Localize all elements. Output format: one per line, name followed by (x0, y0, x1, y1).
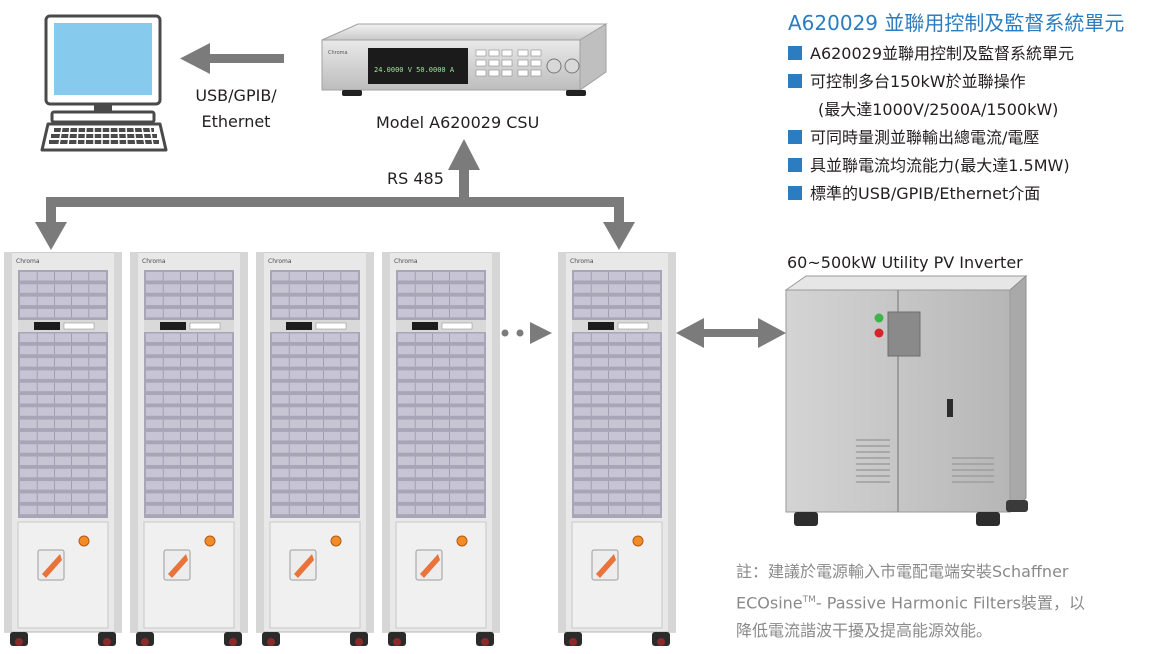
bullet-square-icon (788, 74, 802, 88)
bullet-square-icon (788, 130, 802, 144)
power-rack: Chroma (4, 252, 122, 646)
bullet-square-icon (788, 186, 802, 200)
emergency-stop-icon (330, 535, 342, 547)
rack-brand-label: Chroma (16, 258, 40, 265)
rack-brand-label: Chroma (394, 258, 418, 265)
emergency-stop-icon (204, 535, 216, 547)
feature-list: A620029並聯用控制及監督系統單元 可控制多台150kW於並聯操作 (最大達… (788, 40, 1158, 208)
status-led-green (874, 313, 884, 323)
feature-item-continuation: (最大達1000V/2500A/1500kW) (818, 100, 1059, 119)
emergency-stop-icon (632, 535, 644, 547)
interface-label-line2: Ethernet (201, 112, 271, 131)
footnote-line1: 註：建議於電源輸入市電配電端安裝Schaffner (736, 562, 1069, 581)
usb-arrow-left (180, 43, 284, 74)
computer-icon (40, 14, 168, 152)
csu-model-label: Model A620029 CSU (376, 113, 540, 132)
bullet-square-icon (788, 46, 802, 60)
csu-device: Chroma 24.0000 V 50.0000 A (321, 23, 608, 96)
emergency-stop-icon (78, 535, 90, 547)
rs485-bus (35, 139, 635, 250)
rack-brand-label: Chroma (570, 258, 594, 265)
emergency-stop-icon (456, 535, 468, 547)
feature-item: 可同時量測並聯輸出總電流/電壓 (788, 124, 1158, 152)
feature-item: 標準的USB/GPIB/Ethernet介面 (788, 180, 1158, 208)
rack-brand-label: Chroma (268, 258, 292, 265)
bullet-square-icon (788, 158, 802, 172)
feature-item: 具並聯電流均流能力(最大達1.5MW) (788, 152, 1158, 180)
pv-inverter-cabinet (784, 274, 1028, 526)
power-rack: Chroma (382, 252, 500, 646)
footnote: 註：建議於電源輸入市電配電端安裝Schaffner ECOsineTM- Pas… (736, 558, 1085, 645)
rs485-label: RS 485 (387, 169, 444, 188)
feature-item: 可控制多台150kW於並聯操作 (788, 68, 1158, 96)
power-rack: Chroma (558, 252, 676, 646)
inverter-window (887, 311, 921, 357)
rack-inverter-arrow (676, 318, 786, 348)
status-led-red (874, 328, 884, 338)
interface-label: USB/GPIB/ Ethernet (190, 83, 282, 135)
footnote-line3: 降低電流諧波干擾及提高能源效能。 (736, 621, 993, 641)
footnote-line2: ECOsineTM- Passive Harmonic Filters裝置，以 (736, 593, 1085, 613)
csu-display: 24.0000 V 50.0000 A (374, 66, 455, 74)
door-handle (947, 399, 953, 417)
rack-brand-label: Chroma (142, 258, 166, 265)
continuation-arrow (501, 322, 552, 344)
power-rack: Chroma (130, 252, 248, 646)
inverter-label: 60~500kW Utility PV Inverter (787, 253, 1023, 272)
feature-item: A620029並聯用控制及監督系統單元 (788, 40, 1158, 68)
page-title: A620029 並聯用控制及監督系統單元 (788, 11, 1125, 35)
svg-text:Chroma: Chroma (328, 50, 348, 56)
interface-label-line1: USB/GPIB/ (195, 86, 277, 105)
power-rack: Chroma (256, 252, 374, 646)
